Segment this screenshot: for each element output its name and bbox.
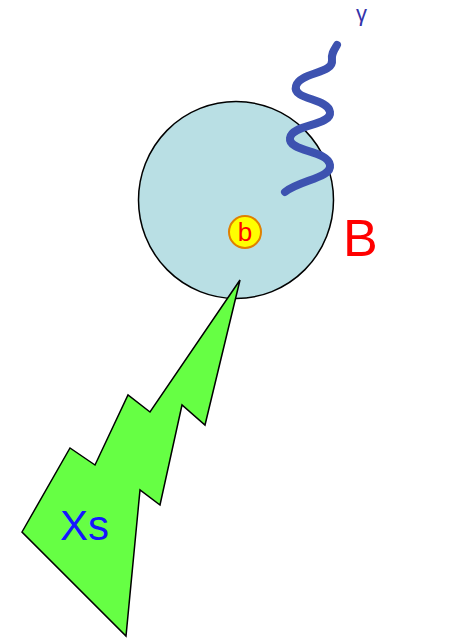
photon-wave bbox=[285, 45, 337, 192]
b-quark-circle: b bbox=[227, 214, 263, 250]
node-label: Xs bbox=[60, 505, 109, 547]
node-label: b bbox=[238, 219, 252, 245]
xs-lightning: Xs bbox=[0, 260, 260, 639]
xs-lightning-fill bbox=[22, 280, 240, 636]
b-quark-circle-fill bbox=[229, 216, 261, 248]
node-label: B bbox=[343, 212, 378, 264]
photon-label: γ bbox=[356, 3, 367, 25]
xs-lightning-outline bbox=[0, 260, 260, 639]
